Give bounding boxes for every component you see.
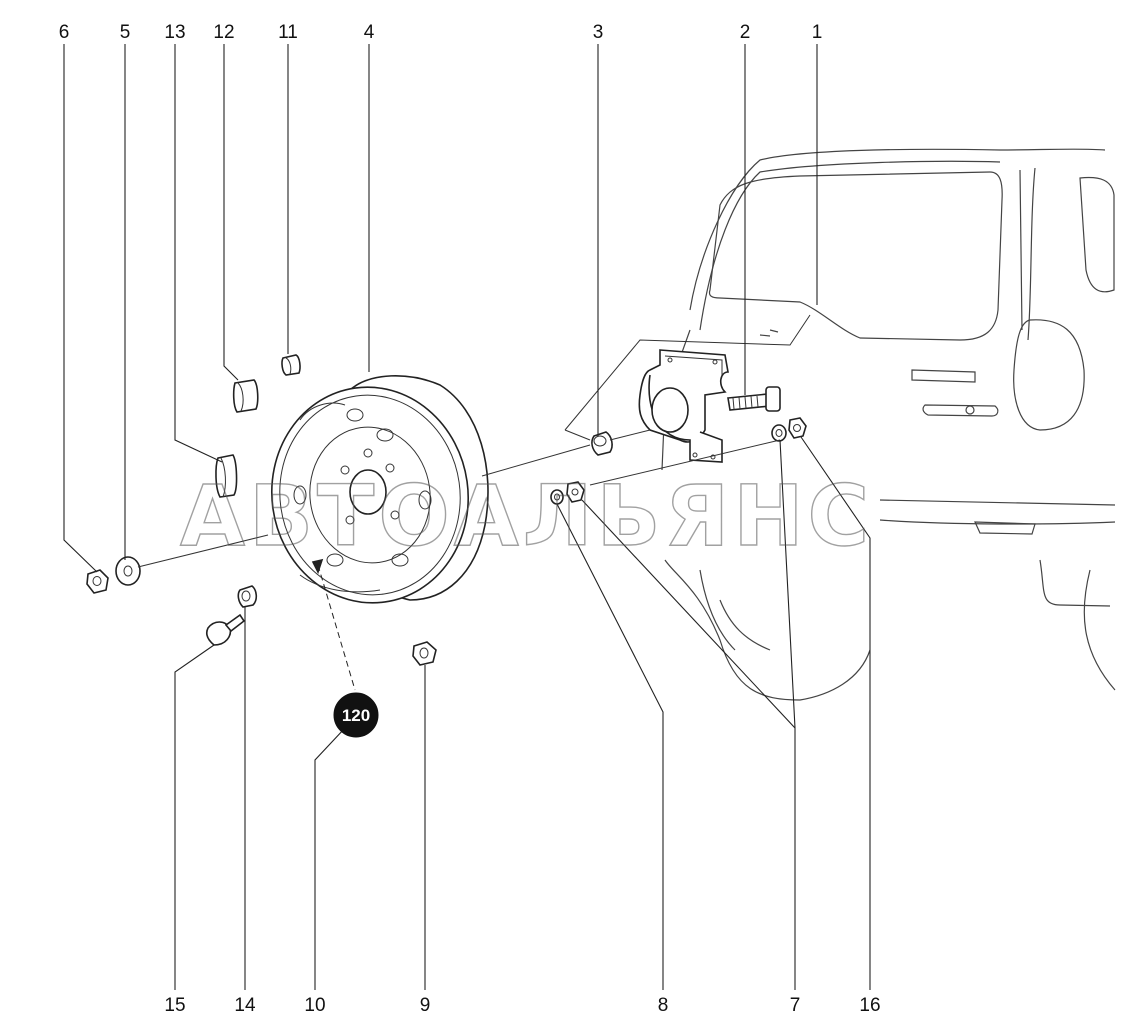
bushing <box>591 431 613 456</box>
nut-right <box>788 417 807 439</box>
callout-10: 10 <box>304 995 325 1016</box>
callout-labels: 6 5 13 12 11 4 3 2 1 15 14 10 9 8 7 16 <box>59 22 881 1016</box>
callout-12: 12 <box>213 22 234 43</box>
nut-9 <box>412 641 437 666</box>
washer-right <box>771 424 787 442</box>
washer-5 <box>115 556 141 586</box>
callout-13: 13 <box>164 22 185 43</box>
bracket <box>638 349 729 463</box>
callout-16: 16 <box>859 995 880 1016</box>
callout-15: 15 <box>164 995 185 1016</box>
reference-badge-label: 120 <box>342 706 370 725</box>
callout-4: 4 <box>364 22 375 43</box>
callout-3: 3 <box>593 22 604 43</box>
spare-wheel <box>270 375 489 604</box>
leader-lines <box>63 44 871 990</box>
cap-11 <box>281 354 301 376</box>
assembly-lines <box>137 429 781 568</box>
valve-14 <box>237 585 258 608</box>
callout-11: 11 <box>278 22 298 43</box>
callout-1: 1 <box>812 22 823 43</box>
callout-2: 2 <box>740 22 751 43</box>
watermark: АВТОАЛЬЯНС <box>180 467 873 565</box>
nut-6 <box>86 569 109 594</box>
callout-8: 8 <box>658 995 669 1016</box>
callout-9: 9 <box>420 995 431 1016</box>
vehicle-rear-outline <box>661 148 1116 701</box>
mounting-area-outline <box>564 314 811 431</box>
callout-6: 6 <box>59 22 70 43</box>
callout-7: 7 <box>790 995 801 1016</box>
cap-13 <box>215 454 238 498</box>
nut-left <box>566 481 585 503</box>
reference-badge: 120 <box>333 692 379 738</box>
bolt <box>727 386 781 412</box>
cap-12 <box>232 379 259 413</box>
reference-arrow <box>317 564 356 691</box>
bolt-15 <box>206 613 246 646</box>
callout-5: 5 <box>120 22 131 43</box>
callout-14: 14 <box>234 995 256 1016</box>
